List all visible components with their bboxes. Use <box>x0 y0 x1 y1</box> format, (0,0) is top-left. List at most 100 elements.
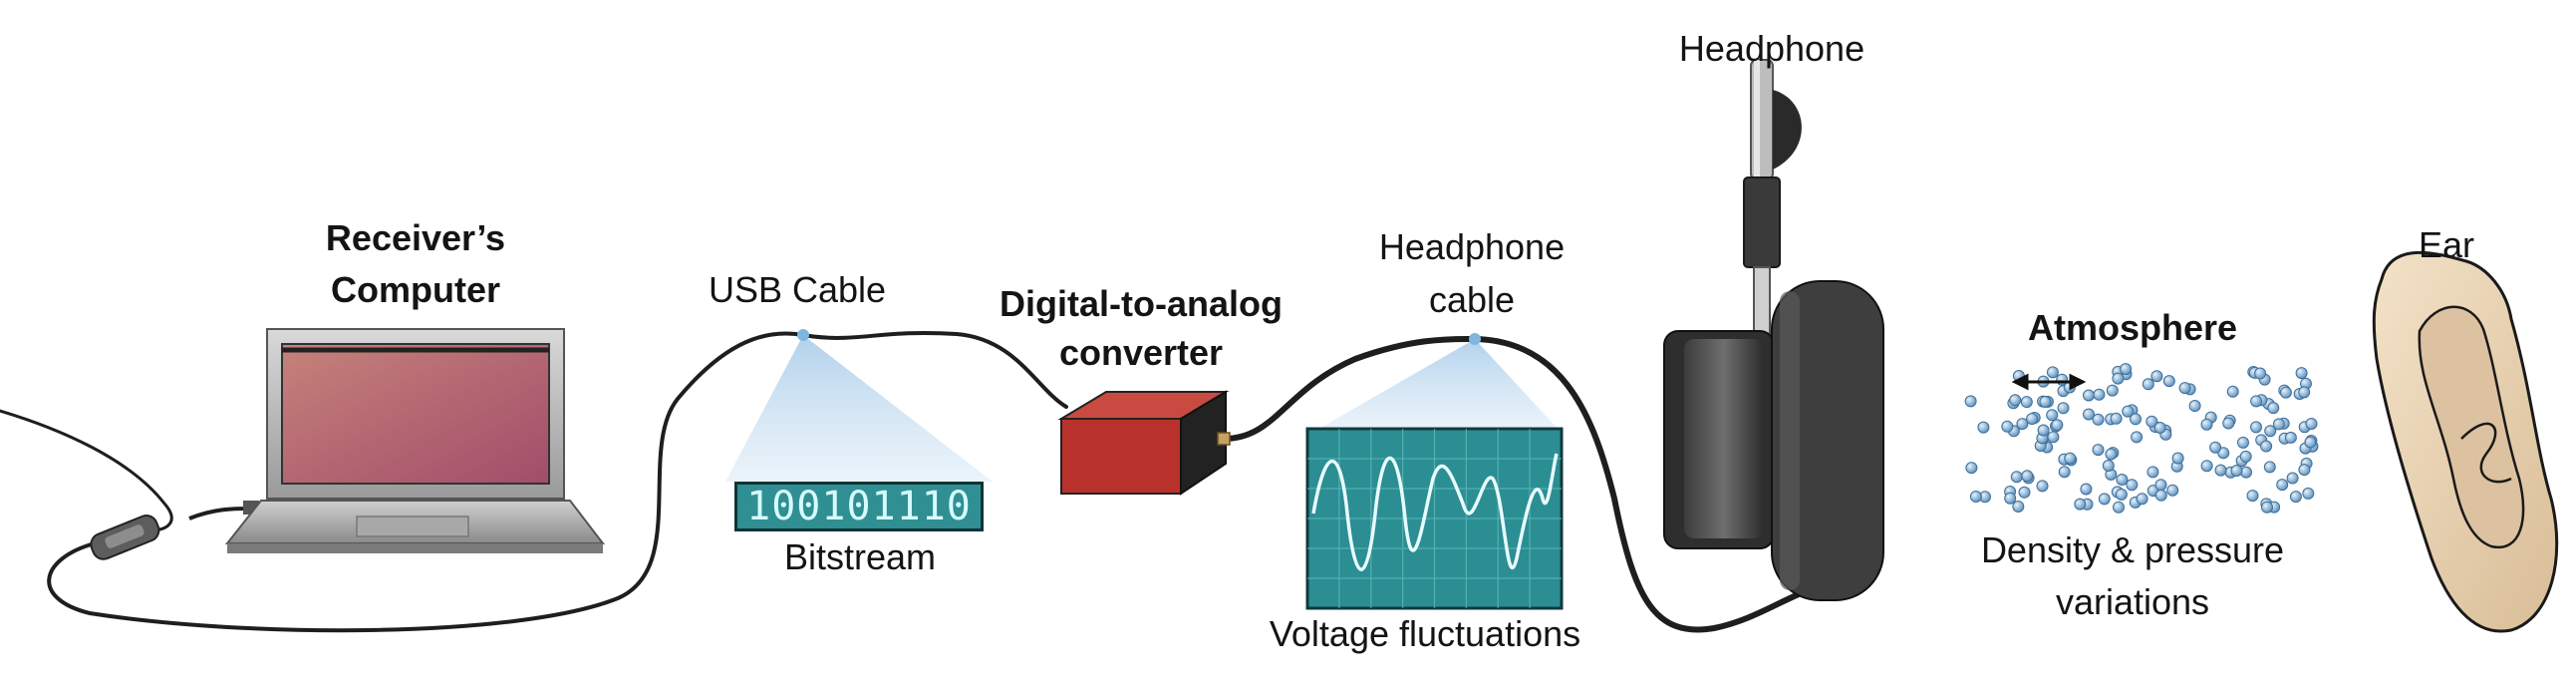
cables <box>0 330 1817 633</box>
air-molecule <box>2009 394 2022 407</box>
air-molecule <box>2279 386 2292 399</box>
air-molecule <box>2102 460 2115 472</box>
computer-label-line1: Receiver’s <box>325 217 506 258</box>
atmosphere-label: Atmosphere <box>2027 307 2238 348</box>
air-molecule <box>2178 382 2191 395</box>
air-molecule <box>2200 460 2213 473</box>
computer-label-line2: Computer <box>331 269 500 310</box>
laptop-screen <box>281 343 550 485</box>
air-molecule <box>2304 436 2317 449</box>
air-molecule <box>2162 375 2175 388</box>
air-molecule <box>2058 466 2071 479</box>
ear-cushion <box>1684 339 1764 538</box>
ear <box>2372 250 2559 633</box>
air-molecule <box>2171 452 2184 465</box>
air-molecule <box>2250 421 2262 434</box>
air-molecule <box>2286 472 2299 485</box>
bitstream-readout: 100101110 <box>734 482 984 531</box>
headphone-cable-label-line2: cable <box>1428 279 1516 320</box>
air-molecule <box>2120 363 2133 376</box>
air-molecule <box>2064 452 2077 465</box>
air-molecule <box>1964 395 1977 408</box>
air-molecule <box>2298 386 2311 399</box>
air-molecule <box>2246 490 2259 503</box>
usb-cable-label: USB Cable <box>708 269 887 310</box>
air-molecule <box>2284 431 2297 444</box>
air-molecule <box>2074 498 2087 511</box>
air-molecule <box>2010 471 2023 484</box>
headphone <box>1663 59 1884 601</box>
air-molecule <box>2018 486 2031 499</box>
air-molecule <box>2261 501 2273 514</box>
air-molecule <box>2106 384 2119 397</box>
laptop-touchpad <box>356 516 469 537</box>
displacement-arrow <box>2011 373 2087 391</box>
air-molecule <box>2098 493 2111 506</box>
air-molecule <box>2131 431 2144 444</box>
air-molecule <box>2289 491 2302 504</box>
air-molecules <box>1964 363 2319 514</box>
bitstream-label: Bitstream <box>783 536 937 577</box>
air-molecule <box>2036 480 2049 493</box>
air-molecule <box>2188 400 2201 412</box>
air-molecule <box>2147 466 2159 479</box>
air-molecule <box>2046 366 2059 379</box>
usb-cable <box>47 330 1068 633</box>
air-molecule <box>2037 424 2050 437</box>
air-molecule <box>2136 493 2148 506</box>
air-molecule <box>2154 479 2167 492</box>
dac-label-line2: converter <box>1058 332 1224 373</box>
air-molecule <box>2116 474 2129 486</box>
air-molecule <box>2112 372 2125 385</box>
air-molecule <box>2254 367 2267 380</box>
air-molecule <box>2250 395 2263 408</box>
bitstream-zoom <box>725 329 993 482</box>
air-molecule <box>2083 408 2095 421</box>
air-molecule <box>2004 492 2017 505</box>
air-molecule <box>2214 464 2227 477</box>
air-molecule <box>2153 422 2166 434</box>
air-molecule <box>2092 413 2105 426</box>
air-molecule <box>1977 421 1990 434</box>
headband-block <box>1743 176 1781 268</box>
air-molecule <box>2230 465 2243 477</box>
air-molecule <box>2200 418 2213 431</box>
air-molecule <box>2142 378 2154 391</box>
dac-box <box>1057 390 1231 496</box>
voltage-waveform <box>1311 453 1559 571</box>
voltage-zoom <box>1315 333 1560 431</box>
air-molecule <box>2130 413 2142 426</box>
air-molecule <box>2166 484 2179 497</box>
density-label-line1: Density & pressure <box>1980 529 2285 570</box>
air-molecule <box>2083 389 2095 402</box>
voltage-label: Voltage fluctuations <box>1269 613 1581 654</box>
headband-slider <box>1753 266 1771 338</box>
air-molecule <box>2302 487 2315 500</box>
air-molecule <box>2305 418 2318 430</box>
dac-label-line1: Digital-to-analog <box>1000 283 1283 324</box>
laptop <box>224 328 606 553</box>
air-molecule <box>2057 402 2070 415</box>
air-molecule <box>2222 417 2235 430</box>
air-molecule <box>2047 431 2060 444</box>
density-label-line2: variations <box>2055 581 2210 622</box>
air-molecule <box>2264 425 2277 438</box>
air-molecule <box>2146 415 2158 428</box>
air-molecule <box>2026 413 2039 425</box>
power-cable <box>0 409 173 532</box>
air-molecule <box>2298 464 2311 477</box>
air-molecule <box>2263 461 2276 474</box>
air-molecule <box>2115 488 2128 501</box>
dac-jack <box>1217 432 1231 446</box>
air-molecule <box>2237 436 2249 449</box>
air-molecule <box>2126 479 2139 492</box>
air-molecule <box>2209 441 2222 454</box>
air-molecule <box>2092 444 2105 457</box>
air-molecule <box>1969 491 1982 503</box>
air-molecule <box>2295 367 2308 380</box>
air-molecule <box>2046 409 2059 422</box>
air-molecule <box>2226 385 2239 398</box>
air-molecule <box>2012 501 2025 513</box>
air-molecule <box>2154 489 2167 502</box>
